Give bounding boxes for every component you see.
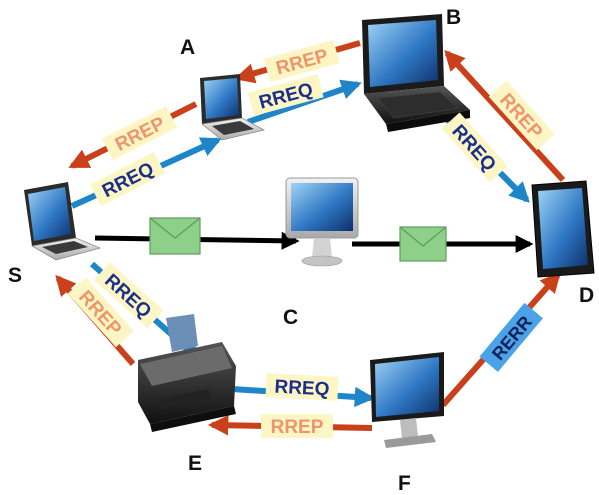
svg-text:RREQ: RREQ	[99, 159, 157, 203]
rreq-label: RREQ	[265, 373, 339, 401]
rreq-label: RREQ	[441, 112, 508, 183]
rrep-arrow-d-b	[444, 49, 566, 183]
node-label-b: B	[446, 6, 461, 29]
rerr-label: RERR	[479, 302, 543, 372]
svg-text:RREP: RREP	[271, 417, 324, 438]
laptop-icon	[200, 74, 266, 141]
node-label-a: A	[180, 36, 195, 59]
node-label-c: C	[283, 306, 298, 329]
rreq-arrow-a-b	[247, 79, 362, 125]
tablet-pc-icon	[362, 14, 470, 132]
rrep-label: RREP	[488, 80, 555, 151]
rreq-label: RREQ	[90, 152, 166, 207]
node-label-d: D	[579, 284, 594, 307]
desktop-monitor-icon	[285, 177, 359, 267]
flat-monitor-icon	[370, 352, 444, 448]
tablet-icon	[531, 180, 595, 278]
laptop-icon	[24, 182, 102, 261]
rrep-label: RREP	[261, 414, 333, 438]
node-label-f: F	[398, 472, 411, 495]
envelope-icon	[149, 217, 201, 255]
rrep-label: RREP	[263, 40, 340, 82]
printer-icon	[138, 314, 236, 432]
node-label-e: E	[188, 452, 202, 475]
rrep-label: RREP	[102, 106, 178, 161]
svg-text:RREQ: RREQ	[274, 377, 330, 401]
envelope-icon	[399, 226, 447, 262]
node-label-s: S	[8, 264, 22, 287]
